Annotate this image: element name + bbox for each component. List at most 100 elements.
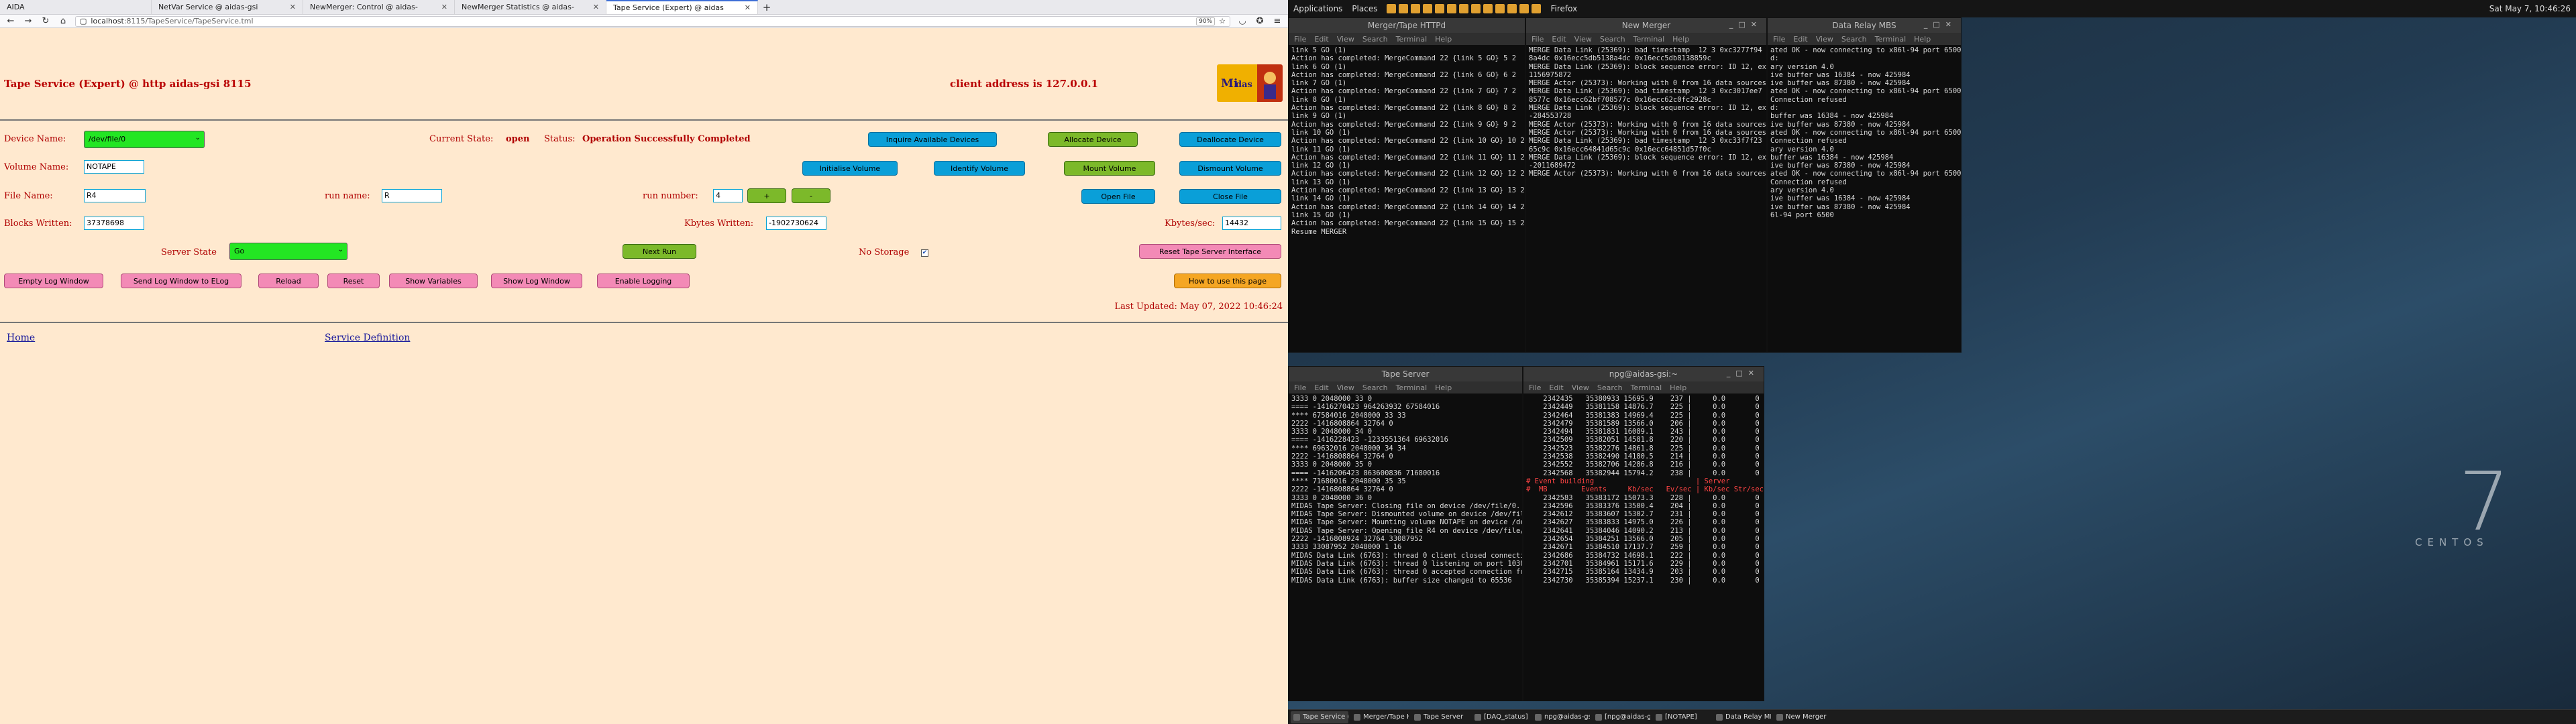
enable-logging-button[interactable]: Enable Logging [597,274,690,288]
terminal-output[interactable]: 3333 0 2048000 33 0==== -1416270423 9642… [1289,394,1522,701]
deallocate-device-button[interactable]: Deallocate Device [1179,132,1281,147]
new-tab-icon[interactable]: + [762,1,771,13]
send-log-button[interactable]: Send Log Window to ELog [121,274,241,288]
server-state-select[interactable]: Go⌄ [229,243,347,260]
tab-tape-service[interactable]: Tape Service (Expert) @ aidas✕ [606,0,758,14]
terminal-line: buffer was 16384 - now 425984 [1770,112,1894,121]
reload-button[interactable]: Reload [258,274,319,288]
terminal-line: 2222 -1416808864 32764 0 [1291,452,1393,461]
taskbar-item[interactable]: [DAQ_status] [1472,711,1529,723]
terminal-line: 2342523 35382276 14861.8 225 | 0.0 0 | 1… [1543,444,1760,452]
home-link[interactable]: Home [7,333,36,343]
run-number-field[interactable]: 4 [713,189,743,202]
forward-icon[interactable]: → [24,16,32,26]
pocket-icon[interactable]: ◡ [1238,16,1246,26]
reset-button[interactable]: Reset [327,274,380,288]
run-name-field[interactable]: R [382,189,442,202]
window-controls[interactable]: _□✕ [1726,369,1760,377]
terminal-output[interactable]: 2342435 35380933 15695.9 237 | 0.0 0 | 1… [1523,394,1764,701]
tab-merger-control[interactable]: NewMerger: Control @ aidas-✕ [303,0,455,14]
reset-tape-server-button[interactable]: Reset Tape Server Interface [1139,244,1281,259]
terminal-line: ated OK - now connecting to x86l-94 port… [1770,87,1961,96]
taskbar-item[interactable]: [npg@aidas-gsi:~] [1593,711,1650,723]
tab-merger-stats[interactable]: NewMerger Statistics @ aidas-✕ [455,0,606,14]
kbytes-sec-field[interactable]: 14432 [1222,217,1281,230]
close-icon[interactable]: ✕ [289,3,296,11]
taskbar-item[interactable]: Tape Server [1411,711,1469,723]
terminal-line: MIDAS Data Link (6763): thread 0 listeni… [1291,559,1522,568]
terminal-output[interactable]: MERGE Data Link (25369): bad timestamp 1… [1526,45,1766,352]
tab-netvar[interactable]: NetVar Service @ aidas-gsi✕ [152,0,303,14]
terminal-line: ary version 4.0 [1770,145,1834,154]
window-controls[interactable]: _□✕ [1923,20,1957,29]
dismount-volume-button[interactable]: Dismount Volume [1179,161,1281,176]
terminal-line: MIDAS Tape Server: Dismounted volume on … [1291,510,1522,519]
back-icon[interactable]: ← [7,16,15,26]
terminal-line: 2342701 35384961 15171.6 229 | 0.0 0 | 1… [1543,559,1760,568]
blocks-written-field[interactable]: 37378698 [84,217,144,230]
file-name-field[interactable]: R4 [84,189,146,202]
open-file-button[interactable]: Open File [1081,189,1155,204]
terminal-line: 6l-94 port 6500 [1770,210,1834,219]
reload-icon[interactable]: ↻ [42,16,50,26]
terminal-line: # MB Events Kb/sec Ev/sec | Kb/sec Str/s… [1526,485,1764,494]
menu-icon[interactable]: ≡ [1273,16,1281,26]
taskbar-item[interactable]: Merger/Tape HTTPd [1351,711,1409,723]
terminal-line: 2342641 35384046 14090.2 213 | 0.0 0 | 1… [1543,526,1760,535]
terminal-line: MERGE Actor (25373): Working with 0 from… [1529,170,1766,178]
extension-icon[interactable]: ✪ [1256,16,1264,26]
kbytes-written-field[interactable]: -1902730624 [766,217,826,230]
show-log-button[interactable]: Show Log Window [491,274,582,288]
launcher-icons[interactable] [1387,4,1542,13]
url-bar[interactable]: ▢ localhost:8115/TapeService/TapeService… [75,15,1230,27]
taskbar-item[interactable]: Data Relay MBS [1713,711,1771,723]
window-controls[interactable]: _□✕ [1729,20,1762,29]
terminal-line: 3333 33087952 2048000 1 16 [1291,543,1402,552]
mount-volume-button[interactable]: Mount Volume [1064,161,1155,176]
identify-volume-button[interactable]: Identify Volume [934,161,1025,176]
close-icon[interactable]: ✕ [592,3,599,11]
taskbar-item[interactable]: Tape Service (Expe... [1291,711,1348,723]
close-icon[interactable]: ✕ [744,3,751,12]
close-icon[interactable]: ✕ [441,3,447,11]
service-definition-link[interactable]: Service Definition [325,333,411,343]
terminal-line: MERGE Data Link (25369): bad timestamp 1… [1529,87,1762,96]
places-menu[interactable]: Places [1352,4,1378,13]
run-number-plus-button[interactable]: + [747,188,786,203]
bookmark-star-icon[interactable]: ☆ [1219,17,1226,25]
volume-name-field[interactable]: NOTAPE [84,160,144,174]
taskbar-item-label: New Merger [1786,713,1827,721]
zoom-level[interactable]: 90% [1196,17,1216,25]
inquire-devices-button[interactable]: Inquire Available Devices [868,132,997,147]
svg-text:das: das [1236,80,1252,90]
terminal-line: 2342671 35384510 17137.7 259 | 0.0 0 | 1… [1543,543,1760,552]
applications-menu[interactable]: Applications [1293,4,1343,13]
taskbar-item[interactable]: New Merger [1774,711,1831,723]
taskbar-item[interactable]: [NOTAPE] [1653,711,1711,723]
terminal-line: Action has completed: MergeCommand 22 {l… [1291,137,1525,145]
firefox-menu[interactable]: Firefox [1550,4,1578,13]
device-select[interactable]: /dev/file/0⌄ [84,131,205,148]
how-to-button[interactable]: How to use this page [1174,274,1281,288]
empty-log-button[interactable]: Empty Log Window [4,274,103,288]
home-icon[interactable]: ⌂ [60,16,66,26]
show-variables-button[interactable]: Show Variables [389,274,478,288]
run-number-minus-button[interactable]: - [792,188,830,203]
blocks-written-label: Blocks Written: [4,219,72,229]
no-storage-checkbox[interactable]: ✔ [921,249,928,257]
close-file-button[interactable]: Close File [1179,189,1281,204]
tab-aida[interactable]: AIDA [0,0,152,14]
next-run-button[interactable]: Next Run [623,244,696,259]
terminal-output[interactable]: link 5 GO (1)Action has completed: Merge… [1289,45,1525,352]
current-state-label: Current State: [429,134,494,144]
terminal-line: -2011689472 [1529,162,1576,170]
allocate-device-button[interactable]: Allocate Device [1048,132,1138,147]
terminal-output[interactable]: ated OK - now connecting to x86l-94 port… [1768,45,1961,352]
taskbar-item[interactable]: npg@aidas-gsi:~ [1532,711,1590,723]
initialise-volume-button[interactable]: Initialise Volume [802,161,898,176]
